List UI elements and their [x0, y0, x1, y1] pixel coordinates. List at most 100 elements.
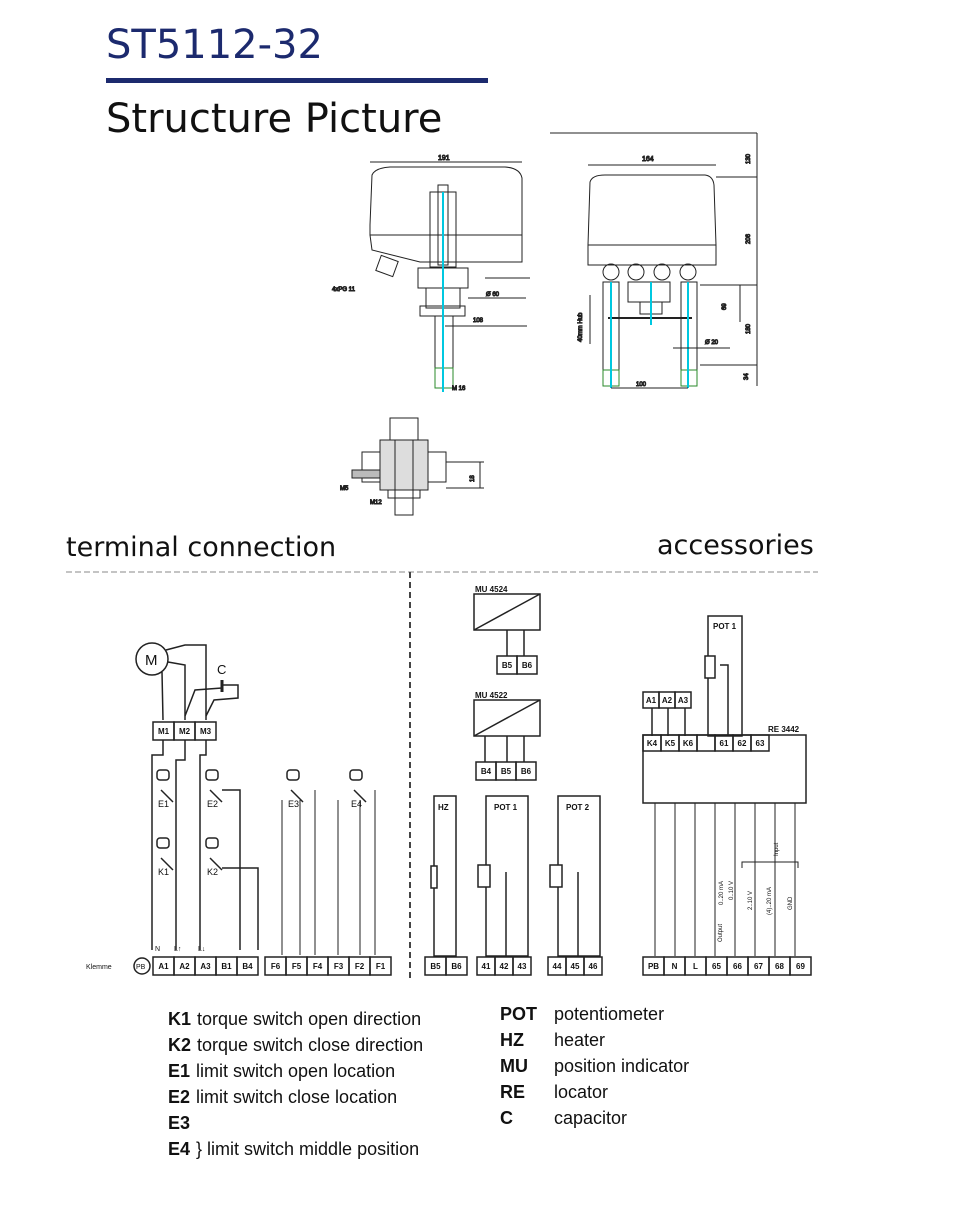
switch-actuator-icon — [205, 837, 219, 849]
re-input: A3 — [678, 696, 689, 705]
re-input: A1 — [646, 696, 657, 705]
re-bottom-terminal: 68 — [775, 962, 784, 971]
pot1-label: POT 1 — [494, 803, 518, 812]
switch-actuator-icon — [349, 769, 363, 781]
dim-206: 206 — [746, 233, 752, 244]
sig-210v: 2..10 V — [748, 891, 754, 910]
mu4524-terminal: B5 — [502, 661, 513, 670]
switch-contact — [160, 857, 174, 871]
dim-d20: Ø 20 — [705, 340, 719, 346]
mu4522-terminal: B5 — [501, 767, 512, 776]
switch-label: E3 — [288, 799, 299, 809]
side-view: 191 4xPG 11 Ø 60 108 M 16 — [332, 155, 530, 393]
legend-code: E2 — [168, 1087, 191, 1107]
motor-label: M — [145, 652, 158, 669]
mu4522-terminal: B6 — [521, 767, 532, 776]
legend-text: locator — [554, 1082, 609, 1102]
legend-text: limit switch close location — [196, 1087, 398, 1107]
section-title-structure: Structure Picture — [106, 96, 443, 142]
switch-contact — [160, 789, 174, 803]
legend-text: potentiometer — [554, 1004, 665, 1024]
switch-contact — [290, 789, 304, 803]
dim-100: 100 — [636, 382, 647, 388]
dim-34: 34 — [744, 373, 750, 380]
switch-actuator-icon — [156, 769, 170, 781]
terminal-row2: F6 — [271, 962, 281, 971]
terminal-row1: B4 — [242, 962, 253, 971]
title-underline — [106, 78, 488, 83]
legend-code: E3 — [168, 1113, 191, 1133]
re-bottom-terminal-box — [789, 956, 812, 976]
feed-n: N — [155, 946, 160, 953]
pot2-terminal: 46 — [589, 962, 598, 971]
pot2-terminal: 44 — [553, 962, 562, 971]
dim-130: 130 — [746, 153, 752, 164]
dim-pg11: 4xPG 11 — [332, 287, 356, 293]
legend-code: HZ — [500, 1030, 524, 1050]
page-title: ST5112-32 — [106, 22, 323, 68]
switch-actuator-icon — [286, 769, 300, 781]
hz-label: HZ — [438, 803, 449, 812]
re-bottom-terminal: 65 — [712, 962, 721, 971]
capacitor-label: C — [217, 662, 226, 677]
dim-m12: M12 — [370, 500, 382, 506]
pot1-terminal: 42 — [500, 962, 509, 971]
re-bottom-terminal: N — [672, 962, 678, 971]
dim-m5: M5 — [340, 486, 349, 492]
switch-label: E2 — [207, 799, 218, 809]
terminal-row1: A2 — [179, 962, 190, 971]
motor-terminal: M1 — [158, 727, 170, 736]
legend-item: E3 — [168, 1110, 423, 1136]
legend-text: capacitor — [554, 1108, 628, 1128]
re-top-terminal-box — [696, 734, 716, 752]
switch-actuator-icon — [156, 837, 170, 849]
re-bottom-terminal: 67 — [754, 962, 763, 971]
re-top-terminal: 61 — [720, 739, 729, 748]
legend-text: heater — [554, 1030, 606, 1050]
feed-l1: L↑ — [174, 946, 181, 953]
legend-code: E1 — [168, 1061, 191, 1081]
switch-label: E4 — [351, 799, 362, 809]
terminal-row2: F2 — [355, 962, 365, 971]
re-bottom-terminal: 69 — [796, 962, 805, 971]
section-title-accessories: accessories — [657, 530, 814, 561]
dim-d60: Ø 60 — [486, 292, 500, 298]
legend-text: torque switch open direction — [197, 1009, 422, 1029]
switch-actuator-icon — [205, 769, 219, 781]
dim-18: 18 — [470, 475, 476, 482]
pot1-terminal: 41 — [482, 962, 491, 971]
section-title-terminal: terminal connection — [66, 532, 337, 563]
legend-text: position indicator — [554, 1056, 690, 1076]
pot1-terminal: 43 — [518, 962, 527, 971]
sig-input: Input — [774, 842, 780, 856]
mu4524-label: MU 4524 — [475, 585, 508, 594]
legend-item: E4} limit switch middle position — [168, 1136, 423, 1162]
mu4524-terminal-box — [516, 655, 538, 675]
motor-terminal: M2 — [179, 727, 191, 736]
dim-hub: 40mm Hub — [578, 312, 584, 342]
dim-m16: M 16 — [452, 386, 466, 392]
legend-code: E4 — [168, 1139, 191, 1159]
pot1-terminal-box — [512, 956, 532, 976]
re-top-terminal: K6 — [683, 739, 694, 748]
pe-label: PB — [136, 964, 146, 971]
pot2-terminal: 45 — [571, 962, 580, 971]
re-top-terminal: K4 — [647, 739, 658, 748]
legend-item: HZ heater — [500, 1027, 689, 1053]
sig-020ma: 0..20 mA — [719, 881, 725, 905]
terminal-row1: A1 — [158, 962, 169, 971]
terminal-row2: F1 — [376, 962, 386, 971]
dim-180: 180 — [746, 323, 752, 334]
hz-terminal-box — [445, 956, 468, 976]
mounting-detail: M5 M12 18 — [340, 417, 484, 516]
terminal-row2: F4 — [313, 962, 323, 971]
re-input: A2 — [662, 696, 673, 705]
re-bottom-terminal: PB — [648, 962, 659, 971]
legend-code: RE — [500, 1082, 526, 1102]
